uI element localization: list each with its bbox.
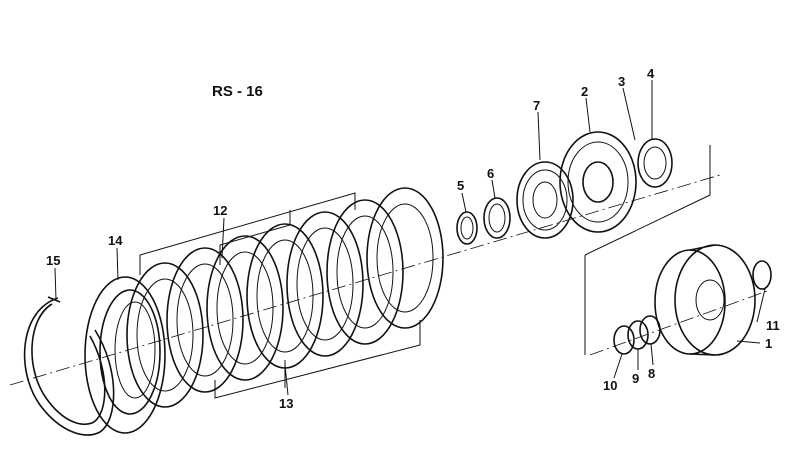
label-part-5: 5: [457, 178, 464, 193]
label-part-12: 12: [213, 203, 227, 218]
part-14-pressure-plate: [84, 276, 166, 434]
label-part-1: 1: [765, 336, 772, 351]
part-6-ring: [483, 197, 511, 239]
parts-8-9-10-rings: [613, 315, 661, 355]
drum-axis: [589, 289, 771, 356]
part-11-ring: [752, 260, 772, 290]
label-part-2: 2: [581, 84, 588, 99]
drum-bracket-top: [584, 145, 711, 256]
leader-lines: [54, 80, 766, 396]
label-part-15: 15: [46, 253, 60, 268]
part-5-ring: [456, 211, 478, 245]
label-part-13: 13: [279, 396, 293, 411]
label-part-7: 7: [533, 98, 540, 113]
part-2-piston: [559, 131, 637, 233]
label-part-8: 8: [648, 366, 655, 381]
label-part-3: 3: [618, 74, 625, 89]
label-part-14: 14: [108, 233, 123, 248]
part-4-seal-ring: [637, 138, 673, 188]
assembly-axis: [9, 174, 721, 386]
label-part-9: 9: [632, 371, 639, 386]
part-7-spring-retainer: [516, 161, 574, 239]
label-part-4: 4: [647, 66, 655, 81]
diagram-title: RS - 16: [212, 83, 263, 100]
clutch-discs: [126, 187, 444, 408]
label-part-11: 11: [766, 318, 780, 333]
label-part-10: 10: [603, 378, 617, 393]
part-1-clutch-drum: [654, 244, 756, 356]
label-part-6: 6: [487, 166, 494, 181]
